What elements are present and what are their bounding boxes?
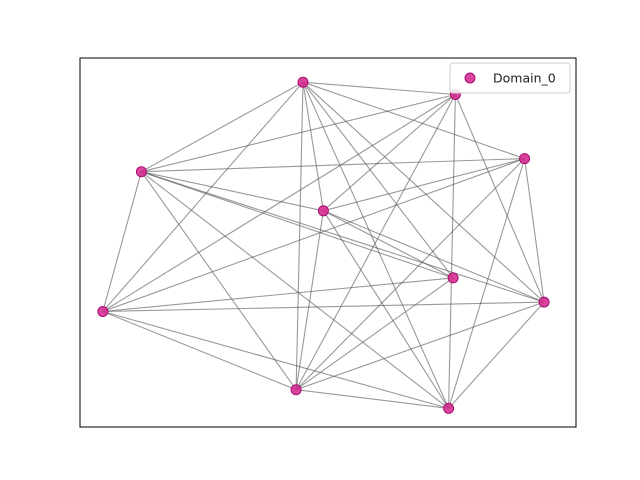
edge-n1-n8 <box>295 94 456 390</box>
edge-n1-n2 <box>141 93 456 173</box>
edge-n1-n4 <box>323 94 456 212</box>
edge-n8-n9 <box>296 389 449 409</box>
legend: Domain_0 <box>449 62 571 94</box>
edge-n2-n8 <box>140 171 297 391</box>
edge-n2-n4 <box>141 171 324 212</box>
node-n2 <box>135 166 147 178</box>
node-n9 <box>443 402 455 414</box>
node-n6 <box>97 306 109 317</box>
edge-n0-n5 <box>302 81 454 279</box>
edge-n3-n8 <box>295 158 525 391</box>
node-n5 <box>447 272 459 284</box>
legend-marker <box>464 72 476 84</box>
edge-n0-n2 <box>141 81 304 173</box>
edge-n1-n9 <box>448 94 456 409</box>
edge-n0-n1 <box>302 81 456 96</box>
node-n3 <box>519 153 531 165</box>
edge-n4-n7 <box>323 210 545 303</box>
edge-n6-n9 <box>102 310 449 409</box>
edge-n4-n8 <box>295 210 324 390</box>
axes-frame <box>79 57 577 428</box>
node-n4 <box>317 205 329 217</box>
edge-n2-n7 <box>141 171 545 303</box>
edge-n2-n3 <box>141 158 525 173</box>
node-n0 <box>297 76 309 88</box>
edge-n0-n9 <box>302 81 450 409</box>
edge-n2-n6 <box>102 171 142 312</box>
edge-n3-n7 <box>524 158 545 303</box>
node-n7 <box>538 296 550 308</box>
edge-n7-n9 <box>448 301 545 409</box>
edge-n0-n4 <box>302 82 324 211</box>
edge-n1-n7 <box>454 94 545 303</box>
edge-n3-n9 <box>448 158 526 409</box>
edge-n2-n9 <box>141 171 449 409</box>
edge-n0-n6 <box>102 81 304 312</box>
legend-box <box>449 62 571 94</box>
edge-n3-n6 <box>102 158 525 313</box>
edge-n6-n7 <box>102 301 545 313</box>
edge-n0-n7 <box>302 81 545 303</box>
edge-n2-n5 <box>141 171 454 279</box>
edge-n5-n6 <box>102 277 454 313</box>
legend-label: Domain_0 <box>493 71 556 86</box>
edge-n6-n8 <box>102 310 297 391</box>
edges-layer <box>102 81 545 409</box>
edge-n4-n5 <box>323 210 454 279</box>
node-n8 <box>290 384 302 396</box>
edge-n1-n6 <box>102 94 456 312</box>
edge-n4-n9 <box>322 210 450 409</box>
edge-n7-n8 <box>295 301 545 391</box>
edge-n5-n8 <box>295 277 454 391</box>
edge-n3-n4 <box>323 158 525 212</box>
edge-n0-n8 <box>295 82 304 390</box>
